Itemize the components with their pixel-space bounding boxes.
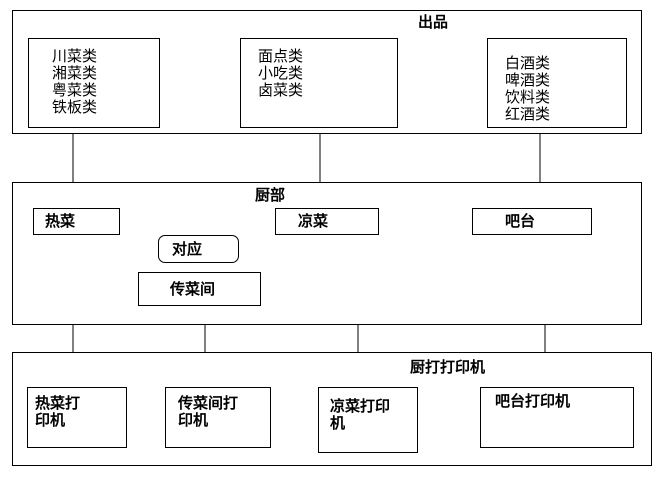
cold-dish-printer (318, 387, 418, 453)
category-list-noodles: 面点类 小吃类 卤菜类 (258, 48, 303, 99)
category-item: 白酒类 (505, 54, 551, 72)
category-group-noodles (240, 38, 398, 128)
cold-dish-node (275, 208, 379, 235)
category-item: 小吃类 (258, 64, 304, 82)
category-list-drinks: 白酒类 啤酒类 饮料类 红酒类 (505, 55, 550, 123)
correspond-label: 对应 (172, 240, 203, 258)
category-item: 啤酒类 (505, 71, 551, 89)
correspond-note (158, 235, 239, 263)
hot-dish-node (33, 208, 120, 235)
bar-printer-label: 吧台打印机 (495, 393, 570, 410)
category-list-sichuan: 川菜类 湘菜类 粤菜类 铁板类 (52, 48, 97, 116)
category-item: 卤菜类 (258, 81, 304, 99)
bar-printer (480, 387, 634, 448)
category-group-sichuan (28, 38, 160, 128)
kitchen-section (12, 182, 642, 325)
hot-dish-printer-label: 热菜打 印机 (35, 395, 80, 429)
serving-room-node (138, 272, 261, 306)
bar-node (472, 208, 592, 235)
serving-room-label: 传菜间 (170, 280, 216, 298)
printer-label-line: 传菜间打 (178, 394, 239, 412)
category-item: 铁板类 (52, 98, 98, 116)
serving-room-printer-label: 传菜间打 印机 (178, 395, 238, 429)
category-item: 川菜类 (52, 47, 98, 65)
category-item: 红酒类 (505, 105, 551, 123)
printer-label-line: 吧台打印机 (495, 392, 571, 410)
printer-label-line: 热菜打 (35, 394, 81, 412)
bar-label: 吧台 (505, 212, 536, 230)
printer-label-line: 凉菜打印 (330, 397, 391, 415)
cold-dish-printer-label: 凉菜打印 机 (330, 398, 390, 432)
printer-label-line: 印机 (178, 411, 209, 429)
serving-room-printer (165, 387, 271, 448)
category-group-drinks (487, 38, 627, 128)
category-item: 粤菜类 (52, 81, 98, 99)
category-item: 饮料类 (505, 88, 551, 106)
category-item: 面点类 (258, 47, 304, 65)
hot-dish-label: 热菜 (45, 212, 76, 230)
printer-label-line: 印机 (35, 411, 66, 429)
kitchen-section-title: 厨部 (255, 186, 286, 204)
category-item: 湘菜类 (52, 64, 98, 82)
printer-label-line: 机 (330, 414, 346, 432)
hot-dish-printer (27, 387, 127, 448)
cold-dish-label: 凉菜 (298, 212, 329, 230)
output-section-title: 出品 (418, 13, 449, 31)
printer-section-title: 厨打打印机 (410, 358, 486, 376)
